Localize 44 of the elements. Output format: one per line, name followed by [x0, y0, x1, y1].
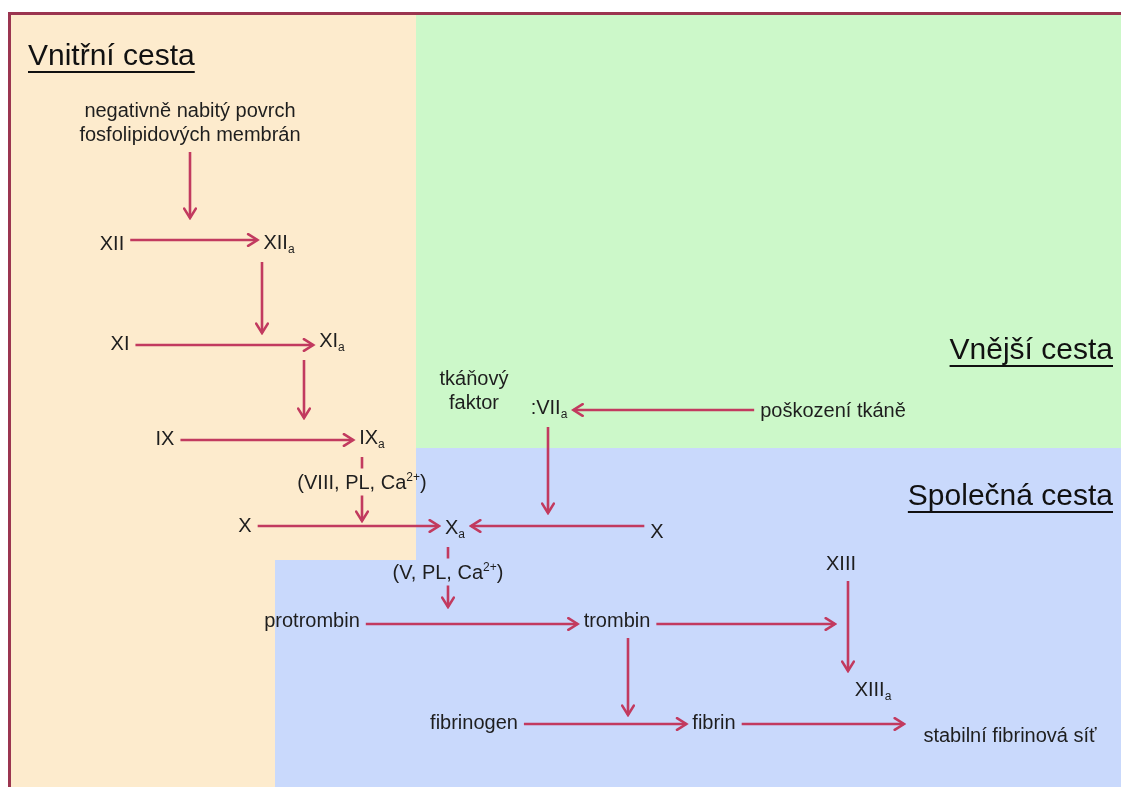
factor-label: fibrinogen: [430, 710, 518, 734]
factor-label: IX$_{a}$: [359, 425, 385, 451]
factor-label: poškození tkáně: [760, 398, 906, 422]
arrow: [257, 518, 441, 534]
factor-label: negativně nabitý povrch fosfolipidových membrán: [52, 98, 328, 146]
factor-label: :VII$_{a}$: [530, 395, 568, 421]
edge-label: (VIII, PL, Ca$^{2+}$): [297, 470, 427, 494]
arrow: [572, 402, 755, 418]
arrow: [182, 152, 198, 220]
arrow: [620, 638, 636, 717]
factor-label: XI$_{a}$: [319, 328, 345, 354]
arrow: [540, 427, 556, 515]
region-heading: Vnitřní cesta: [28, 38, 195, 72]
arrow: [840, 581, 856, 673]
region-heading: Vnější cesta: [949, 332, 1113, 366]
region-heading: Společná cesta: [907, 478, 1113, 512]
arrow: [365, 616, 579, 632]
arrow: [180, 432, 355, 448]
factor-label: XII$_{a}$: [263, 230, 295, 256]
arrow: [135, 337, 315, 353]
factor-label: IX: [155, 426, 175, 450]
factor-label: tkáňový faktor: [431, 366, 517, 414]
arrow: [254, 262, 270, 335]
edge-label: (V, PL, Ca$^{2+}$): [392, 560, 504, 584]
arrow: [354, 455, 370, 523]
arrow: [440, 545, 456, 609]
arrow: [741, 716, 906, 732]
factor-label: XIII: [826, 551, 856, 575]
factor-label: X: [650, 519, 664, 543]
factor-label: fibrin: [692, 710, 736, 734]
factor-label: trombin: [583, 608, 651, 632]
factor-label: X: [238, 513, 252, 537]
factor-label: XIII$_{a}$: [854, 677, 892, 703]
arrow: [296, 360, 312, 420]
arrow: [469, 518, 645, 534]
arrow: [656, 616, 837, 632]
factor-label: XI: [110, 331, 130, 355]
factor-label: stabilní fibrinová síť: [910, 723, 1110, 747]
factor-label: protrombin: [264, 608, 360, 632]
pathway-region: [416, 12, 1121, 448]
factor-label: XII: [99, 231, 125, 255]
arrow: [523, 716, 688, 732]
factor-label: X$_{a}$: [445, 515, 465, 541]
arrow: [130, 232, 259, 248]
